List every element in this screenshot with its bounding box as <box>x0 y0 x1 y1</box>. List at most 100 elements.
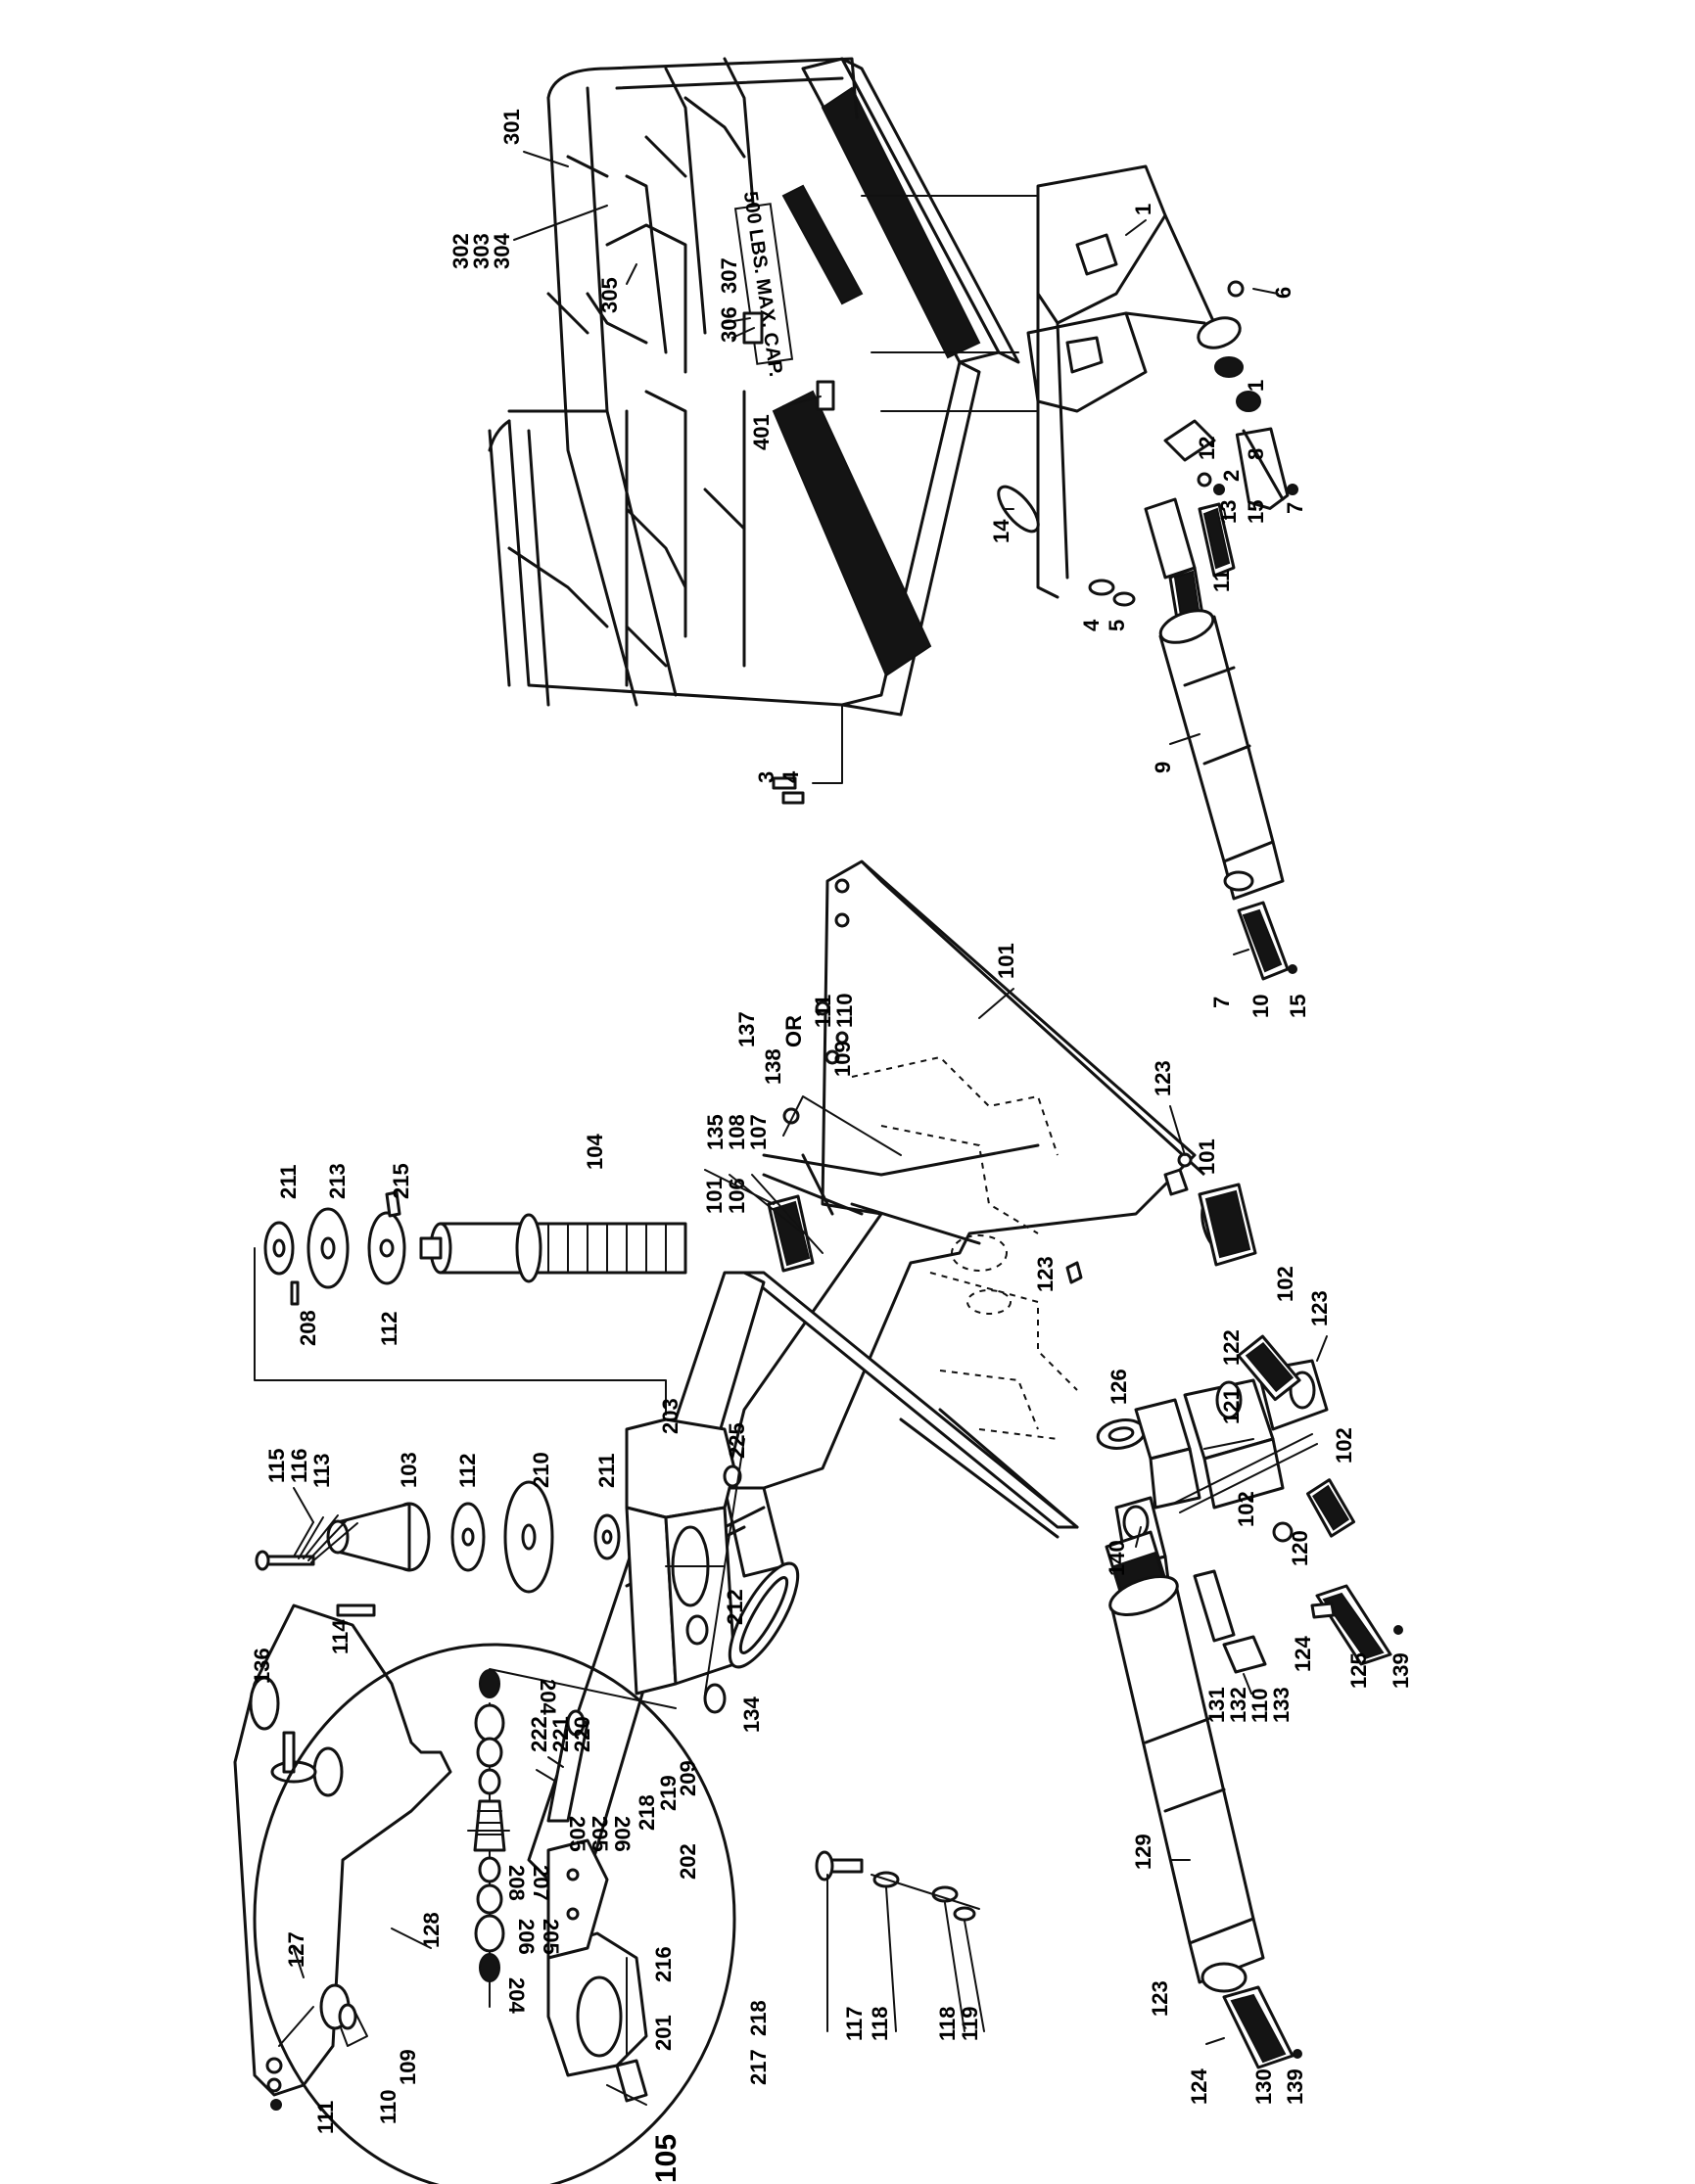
callout: 111 <box>313 2101 338 2134</box>
callout: 3 <box>754 771 778 783</box>
callout: 102 <box>1332 1427 1356 1464</box>
callout: 304 <box>490 233 514 269</box>
callout: 110 <box>376 2090 400 2125</box>
callout: 127 <box>284 1931 308 1968</box>
callout: 102 <box>1234 1491 1258 1527</box>
callout: 116 <box>287 1449 311 1484</box>
lower-link-assembly <box>1096 1334 1403 1695</box>
callout: 303 <box>469 233 494 269</box>
callout: 101 <box>1195 1138 1219 1175</box>
callout: 118 <box>868 2007 892 2042</box>
callout: 4 <box>778 770 803 783</box>
callout: 302 <box>448 233 473 269</box>
callout: 301 <box>499 109 524 145</box>
boom-pivot-hardware <box>815 1850 980 1922</box>
callout: 118 <box>935 2007 960 2042</box>
callout: 103 <box>397 1452 421 1488</box>
callout: 139 <box>1283 2068 1307 2105</box>
callout: 202 <box>676 1843 700 1880</box>
callout: 15 <box>1286 995 1310 1018</box>
callout: 130 <box>1251 2068 1276 2105</box>
callout: 213 <box>325 1163 350 1199</box>
boom-arm <box>527 860 1206 1882</box>
callout: 124 <box>1291 1636 1315 1672</box>
rotation-gear-stack <box>255 1480 621 1617</box>
callout: 140 <box>1105 1540 1129 1576</box>
callout: 111 <box>811 995 835 1028</box>
callout: 105 <box>650 2134 683 2183</box>
callout: 104 <box>583 1134 607 1170</box>
turntable-cover-plate <box>233 1603 452 2111</box>
leveling-cylinder <box>1144 497 1297 981</box>
callout: 15 <box>1244 500 1268 524</box>
callout: 220 <box>570 1716 594 1752</box>
callout: 216 <box>651 1946 676 1982</box>
callout: 206 <box>610 1816 635 1852</box>
callout: 123 <box>1151 1060 1175 1096</box>
callout: 203 <box>658 1398 683 1434</box>
callout: 212 <box>723 1589 747 1625</box>
callout: 134 <box>739 1696 764 1733</box>
swivel-shaft <box>419 1213 687 1283</box>
callout: 123 <box>1307 1290 1332 1326</box>
callout: 211 <box>276 1165 301 1200</box>
callout: 210 <box>529 1452 553 1488</box>
callout: OR <box>781 1015 806 1047</box>
callout: 112 <box>377 1312 401 1347</box>
callout: 307 <box>717 257 741 294</box>
callout: 2 <box>1219 470 1244 482</box>
callout: 14 <box>989 519 1013 543</box>
callout: 10 <box>1248 995 1273 1018</box>
callout: 12 <box>1195 437 1219 460</box>
callout: 112 <box>455 1454 480 1489</box>
callout: 205 <box>565 1816 589 1852</box>
bracket-hardware <box>1088 280 1298 607</box>
callout: 211 <box>594 1454 619 1489</box>
callout: 208 <box>504 1865 529 1901</box>
callout: 137 <box>734 1011 759 1047</box>
callout: 209 <box>676 1760 700 1796</box>
callout: 131 <box>1204 1687 1229 1723</box>
callout: 204 <box>504 1977 529 2014</box>
callout: 11 <box>1209 570 1234 592</box>
callout: 13 <box>1216 500 1241 524</box>
callout: 9 <box>1151 762 1175 773</box>
callout: 205 <box>539 1919 563 1955</box>
callout: 125 <box>1346 1652 1371 1689</box>
callout: 219 <box>656 1775 681 1811</box>
callout: 139 <box>1389 1652 1413 1689</box>
callout: 401 <box>749 414 774 450</box>
callout: 128 <box>419 1912 444 1948</box>
callout: 208 <box>296 1310 320 1346</box>
callout: 110 <box>832 994 857 1029</box>
swivel-washers <box>263 1190 406 1306</box>
callout: 123 <box>1148 1980 1172 2017</box>
callout: 120 <box>1288 1530 1312 1566</box>
callout: 222 <box>527 1716 551 1752</box>
callout: 204 <box>536 1679 560 1715</box>
callout: 102 <box>1273 1266 1297 1302</box>
callout: 106 <box>725 1178 749 1214</box>
callout: 6 <box>1271 287 1295 299</box>
callout: 123 <box>1033 1256 1058 1292</box>
callout: 109 <box>396 2049 420 2085</box>
callout: 207 <box>529 1865 553 1901</box>
callout: 133 <box>1269 1687 1294 1723</box>
callout: 109 <box>830 1041 855 1077</box>
callout: 201 <box>651 2015 676 2051</box>
callout: 218 <box>635 1794 659 1831</box>
callout: 1 <box>1131 204 1155 215</box>
callout: 305 <box>597 277 622 313</box>
gearbox-housing <box>254 1247 745 1714</box>
callout: 110 <box>1248 1689 1272 1724</box>
leader-lines <box>293 151 1328 2032</box>
callout-labels: 301 302 303 304 305 306 307 401 1 1 6 12… <box>250 109 1413 2183</box>
callout: 136 <box>250 1648 274 1684</box>
callout: 1 <box>1244 380 1268 392</box>
callout: 122 <box>1219 1329 1244 1366</box>
callout: 206 <box>514 1919 539 1955</box>
main-lift-cylinder <box>1105 1530 1302 2069</box>
callout: 129 <box>1131 1834 1155 1870</box>
callout: 138 <box>761 1048 785 1085</box>
